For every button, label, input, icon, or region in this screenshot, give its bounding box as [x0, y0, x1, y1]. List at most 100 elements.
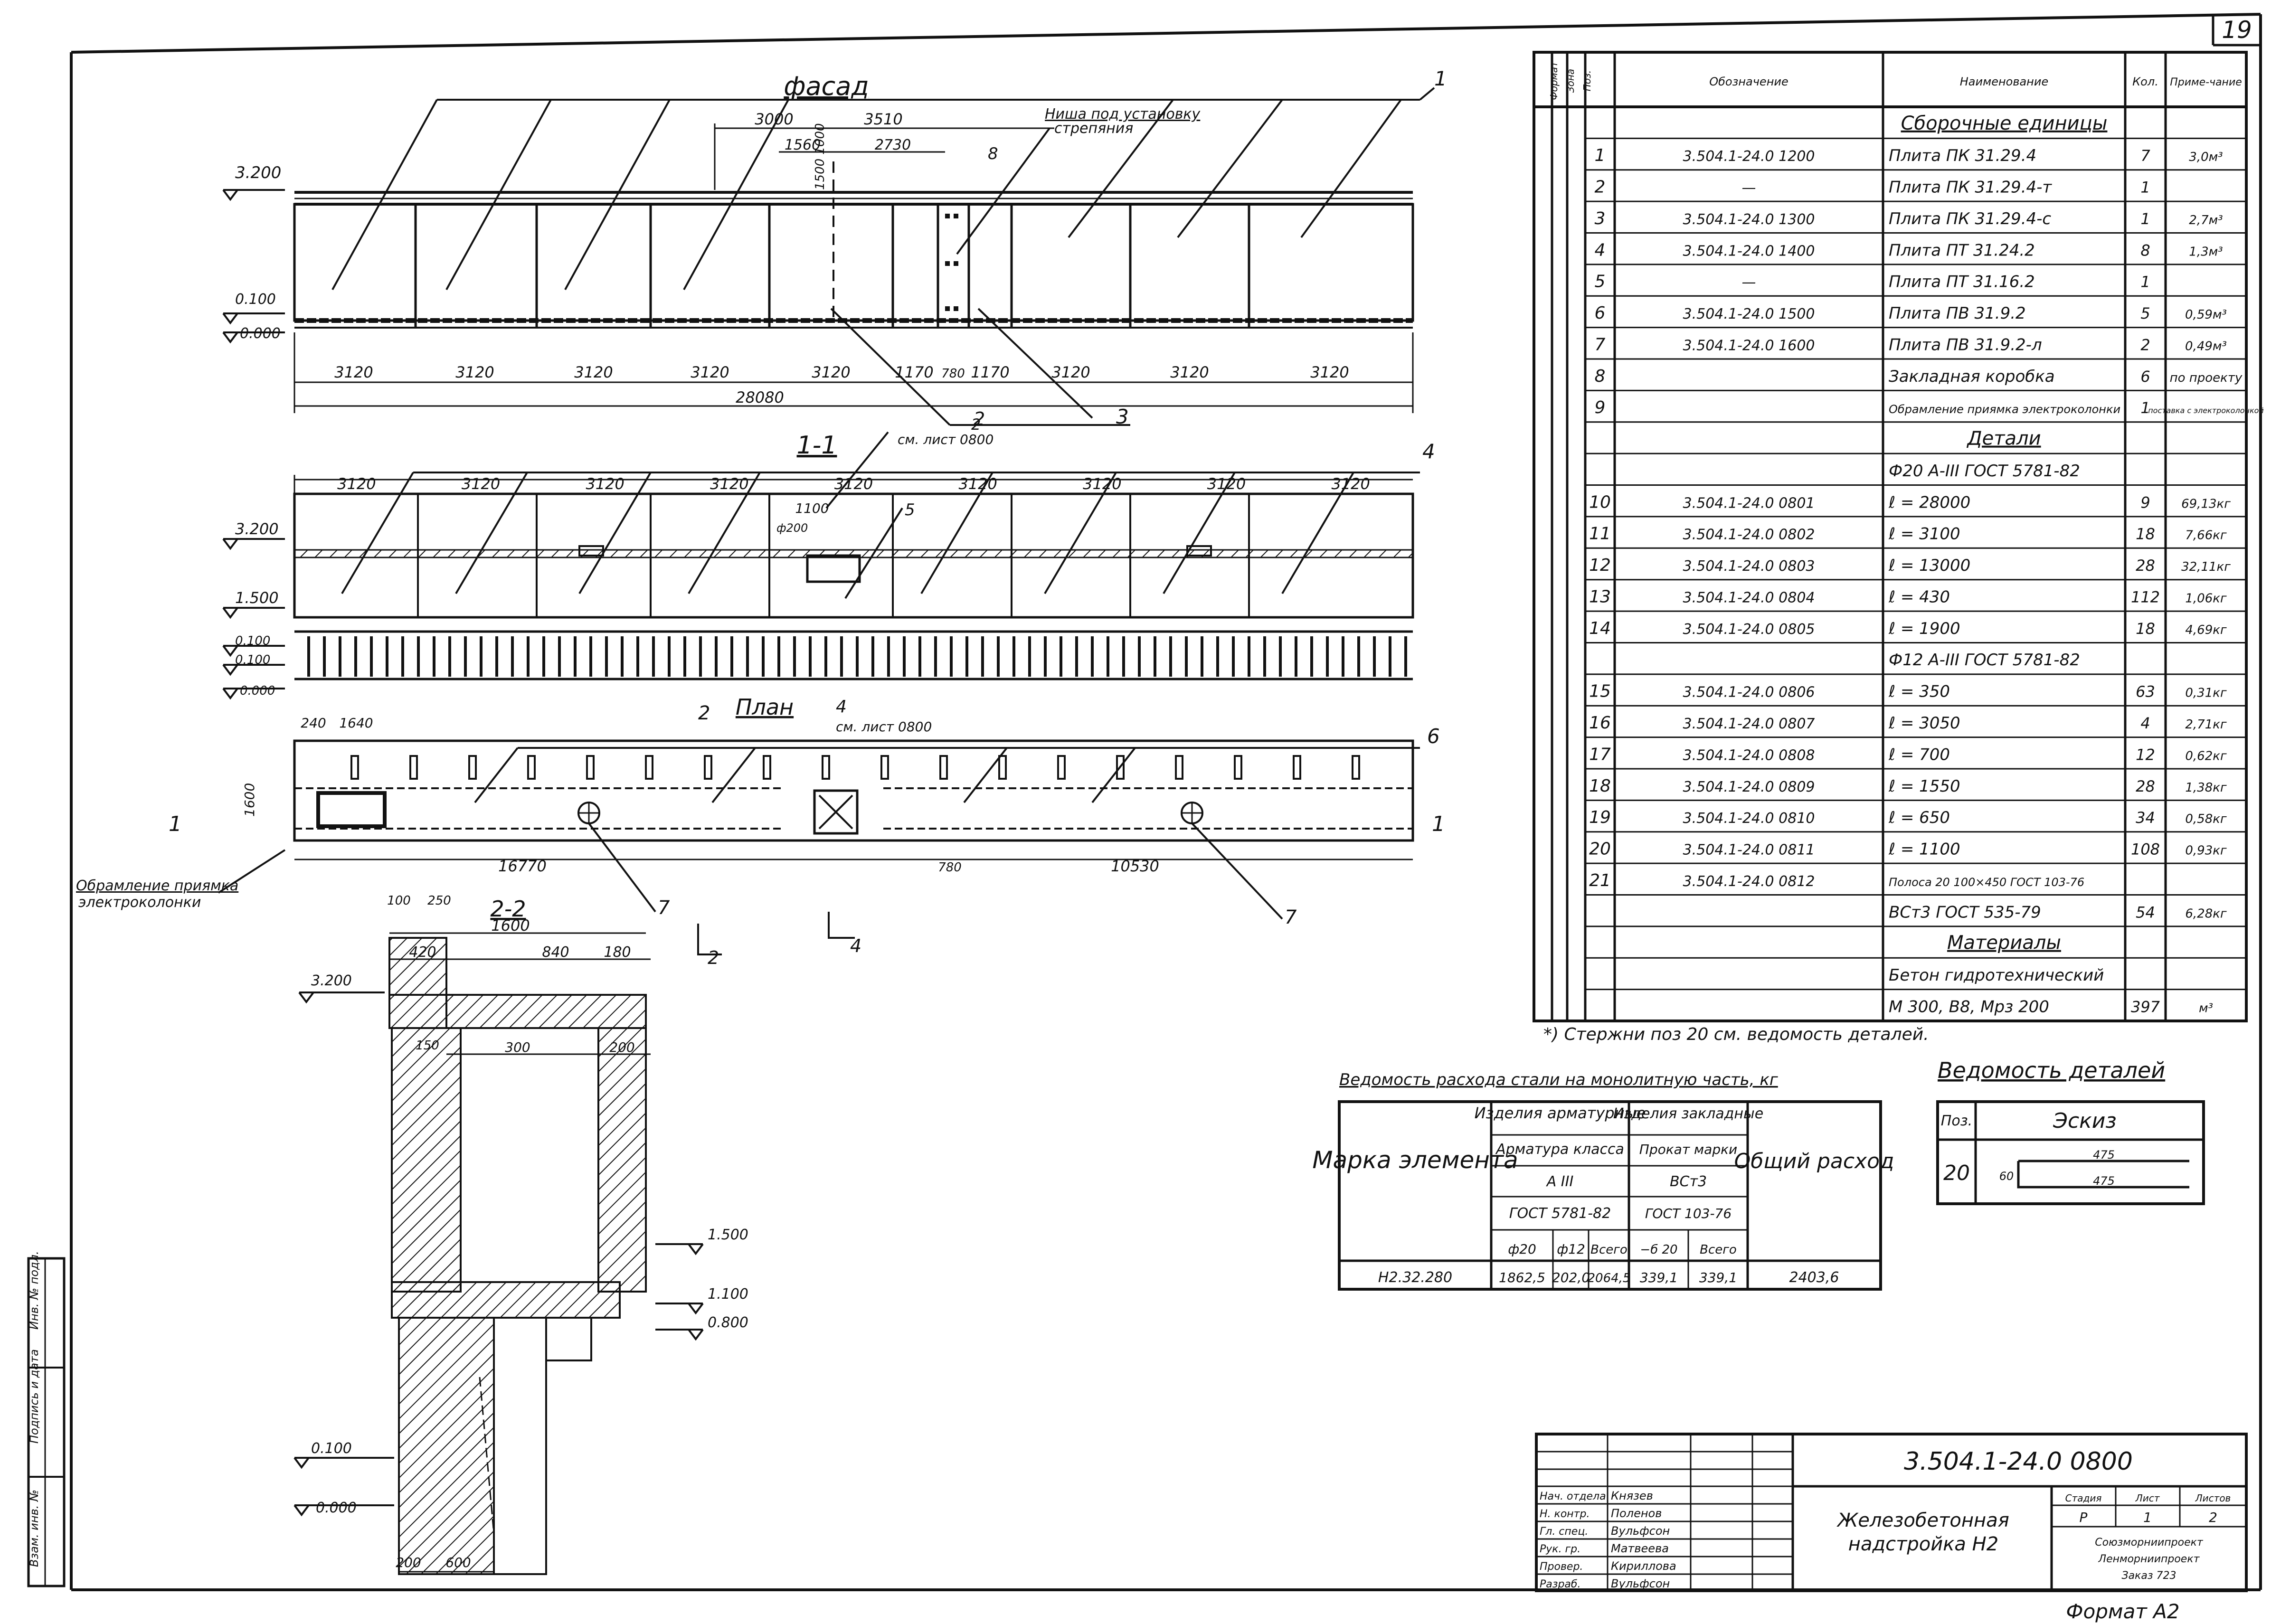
stamp-person: Кириллова [1611, 1559, 1676, 1573]
details-table: Ведомость деталей Поз. Эскиз 20 475 475 … [1936, 1057, 2205, 1205]
spec-name: Плита ПК 31.29.4-т [1889, 178, 2052, 197]
spec-header-cell: Приме-чание [2170, 76, 2242, 88]
spec-header-cell: Формат [1548, 61, 1560, 100]
callout-1: 1 [1434, 67, 1447, 90]
dim-text: 10530 [1111, 857, 1159, 875]
spec-quantity: 112 [2131, 588, 2160, 606]
spec-pos: 14 [1589, 619, 1611, 638]
niche-label: Ниша под установку [1045, 106, 1201, 123]
dim-text: 600 [445, 1555, 471, 1570]
spec-designation: 3.504.1-24.0 0807 [1683, 716, 1815, 732]
dim-text: 1560 [785, 137, 821, 153]
spec-pos: 13 [1589, 587, 1611, 606]
spec-name: М 300, В8, Мрз 200 [1889, 997, 2049, 1016]
spec-name: ℓ = 3100 [1888, 525, 1960, 544]
plan-tick [1116, 755, 1125, 780]
plan-tick [763, 755, 771, 780]
dim-text: 2730 [875, 137, 911, 153]
spec-name: Плита ПВ 31.9.2 [1889, 304, 2026, 323]
format-label: Формат А2 [2066, 1600, 2179, 1623]
col-header: Всего [1590, 1243, 1628, 1257]
plan-tick [1293, 755, 1301, 780]
spec-quantity: 1 [2140, 399, 2150, 417]
elevation-mark: 0.800 [708, 1314, 748, 1331]
spec-designation: 3.504.1-24.0 0803 [1683, 558, 1815, 575]
group-subheader: Прокат марки [1639, 1142, 1737, 1157]
side-stamp: Инв. № подл. Подпись и дата Взам. инв. № [27, 1251, 66, 1587]
plan-note: Обрамление приямка [76, 878, 238, 894]
table-cell: 202,0 [1552, 1270, 1590, 1285]
elevation-mark: 1.500 [708, 1227, 748, 1243]
stamp-role: Нач. отдела [1540, 1491, 1606, 1502]
spec-designation: 3.504.1-24.0 0805 [1683, 621, 1815, 638]
spec-designation: 3.504.1-24.0 0810 [1683, 810, 1815, 827]
spec-footnote: *) Стержни поз 20 см. ведомость деталей. [1543, 1025, 1929, 1044]
stamp-person: Матвеева [1611, 1542, 1669, 1555]
spec-header-cell: Кол. [2132, 75, 2158, 88]
spec-pos: 19 [1589, 808, 1611, 827]
spec-note: 0,49м³ [2185, 339, 2227, 353]
stamp-role: Разраб. [1540, 1578, 1580, 1590]
page-number: 19 [2222, 16, 2252, 44]
organization: Ленморниипроект [2098, 1553, 2200, 1565]
section-1-1-view: 1-1 4 5 2 см. лист 0800 1100 [222, 415, 1435, 700]
dim-text: 475 [2093, 1148, 2115, 1161]
table-cell: 339,1 [1640, 1270, 1678, 1285]
group-subheader: Арматура класса [1495, 1141, 1624, 1158]
spec-note: 2,7м³ [2189, 213, 2223, 227]
plan-tick [1175, 755, 1183, 780]
dim-text: 840 [542, 944, 569, 961]
spec-designation: 3.504.1-24.0 0809 [1683, 779, 1815, 795]
cut-mark: 2 [698, 702, 710, 724]
spec-note: 4,69кг [2185, 623, 2227, 637]
dim-text: 1100 [795, 500, 829, 516]
total-dimension: 28080 [736, 388, 784, 406]
callout-8: 8 [988, 144, 998, 163]
section-title: 2-2 [490, 896, 526, 922]
dim-text: 150 [416, 1039, 439, 1053]
span-dimension: 3120 [1083, 475, 1121, 493]
stamp-value: Р [2080, 1510, 2088, 1525]
spec-pos: 12 [1589, 556, 1611, 575]
spec-pos: 10 [1589, 492, 1611, 512]
col-header: ф20 [1508, 1241, 1536, 1257]
spec-name: ℓ = 700 [1888, 745, 1950, 764]
side-stamp-field: Инв. № подл. [28, 1251, 41, 1330]
side-stamp-field: Взам. инв. № [28, 1490, 41, 1567]
spec-quantity: 8 [2140, 241, 2150, 259]
elevation-mark: 1.100 [708, 1286, 748, 1303]
span-dimension: 3120 [455, 363, 494, 381]
plan-note: электроколонки [78, 894, 201, 911]
spec-note: 0,58кг [2185, 812, 2227, 826]
cut-line-left: 1 [169, 812, 182, 836]
cut-mark: 4 [836, 697, 847, 717]
spec-designation: 3.504.1-24.0 0804 [1683, 589, 1815, 606]
callout-5: 5 [905, 500, 915, 519]
spec-quantity: 5 [2140, 304, 2150, 322]
spec-header-cell: Поз. [1581, 70, 1593, 91]
spec-name: Полоса 20 100×450 ГОСТ 103-76 [1889, 876, 2084, 889]
dim-text: 240 [301, 715, 326, 731]
spec-name: Обрамление приямка электроколонки [1889, 403, 2120, 416]
spec-pos: 11 [1589, 524, 1611, 544]
detail-pos: 20 [1943, 1161, 1970, 1185]
spec-name: Плита ПТ 31.16.2 [1889, 273, 2035, 292]
document-code: 3.504.1-24.0 0800 [1904, 1447, 2133, 1476]
dim-text: 1600 [491, 916, 530, 935]
dim-text: 1600 [242, 783, 257, 817]
group-header: Изделия закладные [1613, 1105, 1763, 1122]
spec-quantity: 1 [2140, 273, 2150, 291]
spec-quantity: 63 [2136, 683, 2155, 701]
details-title: Ведомость деталей [1938, 1057, 2165, 1083]
elevation-mark: 1.500 [235, 589, 279, 607]
spec-name: Закладная коробка [1889, 367, 2055, 386]
niche-label: стрепяния [1054, 120, 1133, 137]
group-header: Изделия арматурные [1475, 1104, 1646, 1122]
dim-text: 200 [609, 1039, 634, 1055]
plan-tick [409, 755, 418, 780]
cut-line-right: 1 [1432, 812, 1445, 836]
spec-note: 69,13кг [2181, 497, 2231, 511]
elevation-mark: 0.100 [235, 634, 270, 648]
